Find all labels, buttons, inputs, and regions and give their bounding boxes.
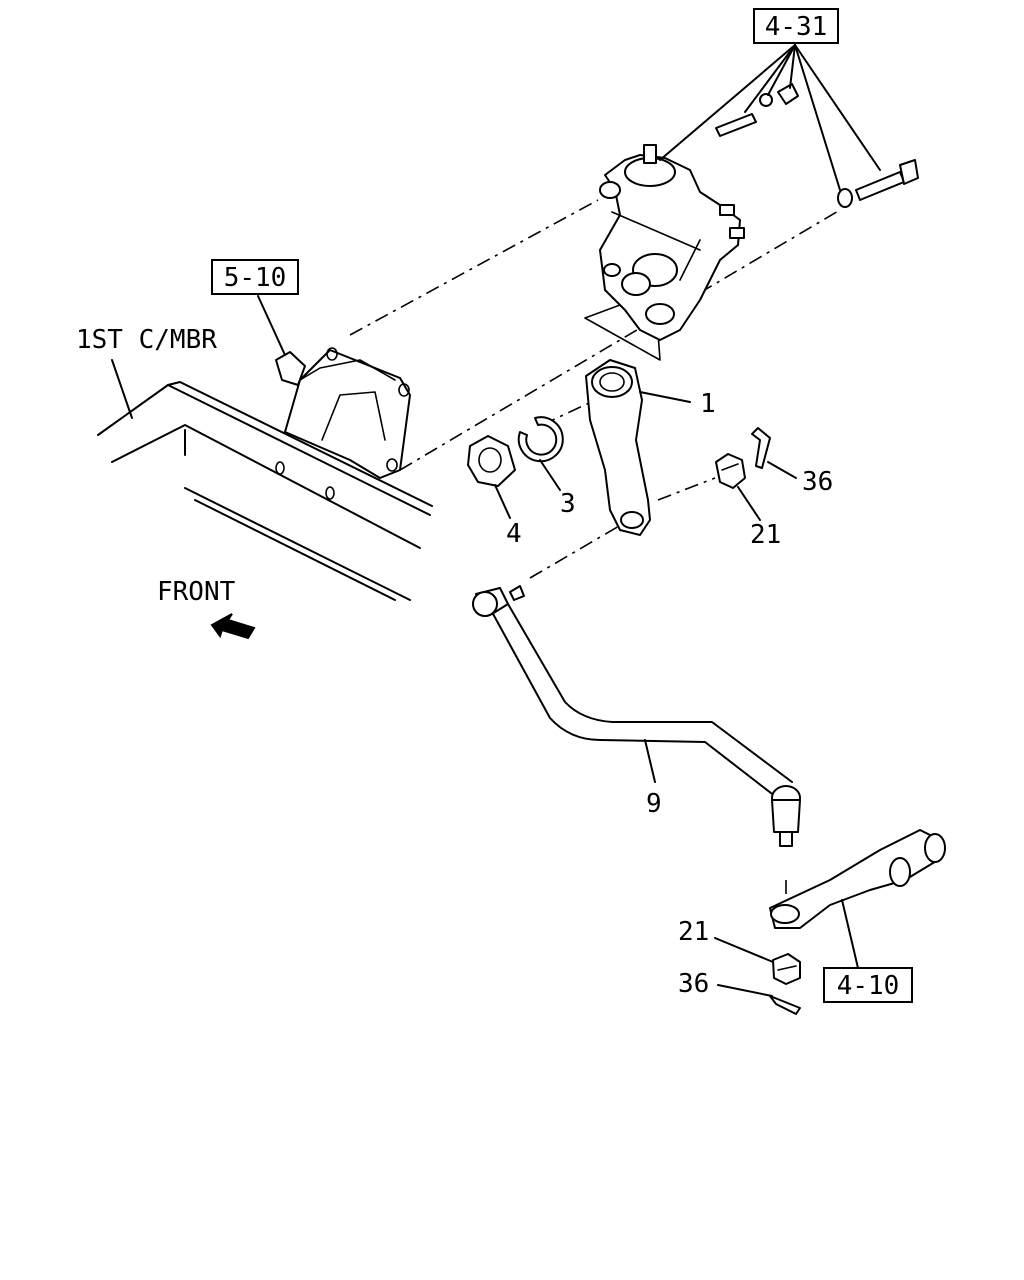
callout-lock-washer: 3	[560, 489, 576, 519]
assembly-lines	[349, 199, 841, 912]
knuckle-arm	[769, 829, 946, 929]
nut	[467, 435, 516, 487]
callout-castle-nut-lower: 21	[678, 917, 709, 947]
nut-leader	[494, 484, 511, 519]
front-label: FRONT	[157, 577, 236, 607]
cotter-pin-upper-leader	[767, 461, 797, 479]
steering-gear-box	[599, 144, 745, 341]
callout-pitman-arm: 1	[700, 389, 716, 419]
callout-drag-link: 9	[646, 789, 662, 819]
drag-link	[472, 585, 801, 847]
gear-box-leaders	[659, 44, 881, 191]
knuckle-arm-leader	[841, 899, 859, 969]
frame-member	[97, 381, 433, 601]
ref-box-gear-box-label: 4-31	[765, 12, 828, 42]
cotter-pin-upper	[751, 427, 771, 469]
callout-cotter-pin-upper: 36	[802, 467, 833, 497]
lock-washer-leader	[539, 459, 561, 491]
pitman-arm	[585, 359, 651, 536]
drag-link-leader	[644, 739, 656, 783]
ref-box-bracket-label: 5-10	[224, 263, 287, 293]
ref-box-knuckle-arm	[823, 967, 913, 1003]
castle-nut-upper	[715, 453, 746, 489]
bracket-leader-line	[257, 295, 286, 356]
frame-leader-line	[111, 359, 133, 419]
castle-nut-upper-leader	[737, 486, 761, 521]
front-arrow-icon	[210, 613, 256, 640]
lock-washer	[517, 416, 564, 463]
cotter-pin-lower	[769, 995, 801, 1015]
mounting-bracket	[275, 347, 411, 479]
ref-box-bracket	[211, 259, 299, 295]
castle-nut-lower	[772, 953, 801, 985]
callout-castle-nut-upper: 21	[750, 520, 781, 550]
gear-box-bolts	[715, 83, 919, 208]
pitman-arm-leader	[639, 391, 691, 403]
frame-member-label: 1ST C/MBR	[76, 325, 217, 355]
callout-cotter-pin-lower: 36	[678, 969, 709, 999]
ref-box-knuckle-arm-label: 4-10	[837, 971, 900, 1001]
cotter-pin-lower-leader	[717, 984, 773, 997]
ref-box-gear-box	[753, 8, 839, 44]
castle-nut-lower-leader	[714, 937, 774, 963]
callout-nut: 4	[506, 519, 522, 549]
